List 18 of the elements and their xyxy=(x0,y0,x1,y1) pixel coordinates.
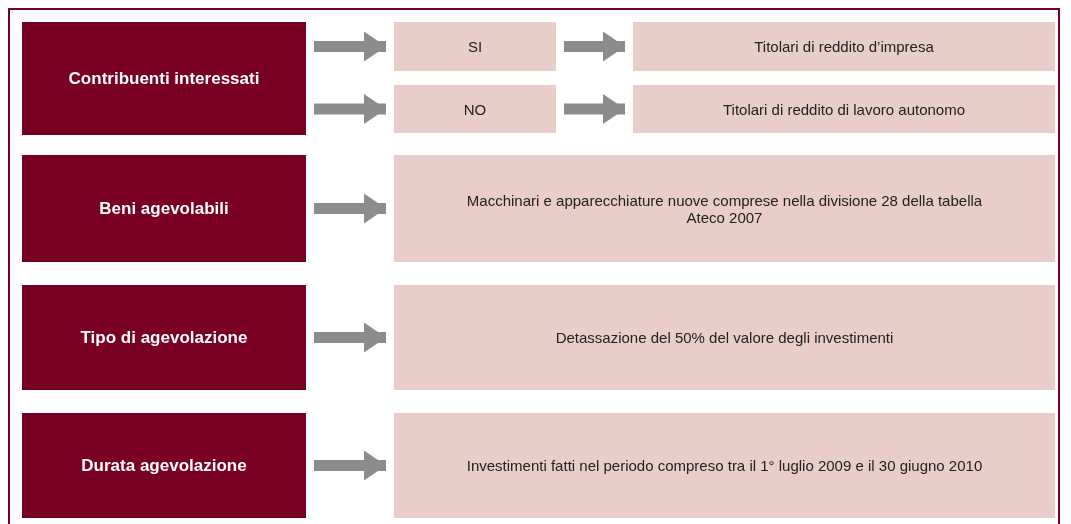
arrow xyxy=(564,31,625,62)
info-box: Macchinari e apparecchiature nuove comprese nella divisione 28 della tabella Ateco 2007 xyxy=(394,155,1055,262)
info-box: Titolari di reddito di lavoro autonomo xyxy=(633,85,1055,133)
info-box: SI xyxy=(394,22,556,71)
arrow xyxy=(564,94,625,124)
arrow xyxy=(314,193,386,224)
arrow xyxy=(314,31,386,62)
arrow xyxy=(314,322,386,353)
arrow xyxy=(314,450,386,481)
info-box: Detassazione del 50% del valore degli investimenti xyxy=(394,285,1055,390)
heading-box: Beni agevolabili xyxy=(22,155,306,262)
arrow xyxy=(314,94,386,124)
info-box: NO xyxy=(394,85,556,133)
info-box: Investimenti fatti nel periodo compreso tra il 1° luglio 2009 e il 30 giugno 2010 xyxy=(394,413,1055,518)
heading-box: Tipo di agevolazione xyxy=(22,285,306,390)
heading-box: Contribuenti interessati xyxy=(22,22,306,135)
info-box: Titolari di reddito d’impresa xyxy=(633,22,1055,71)
heading-box: Durata agevolazione xyxy=(22,413,306,518)
